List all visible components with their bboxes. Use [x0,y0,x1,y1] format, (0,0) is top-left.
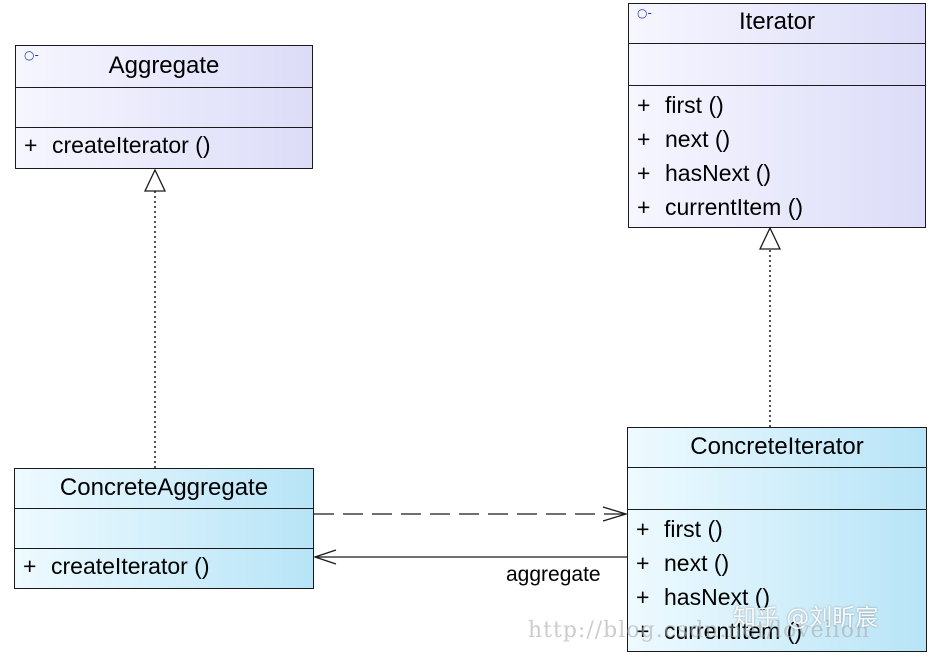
operation: +first () [637,92,724,118]
realization-arrowhead [758,226,782,250]
class-name-section: ○- Aggregate [16,46,312,88]
operation: +createIterator () [23,553,210,579]
dependency-arrowhead [602,506,629,522]
operation: +hasNext () [637,160,772,186]
attributes-section [629,44,925,86]
class-name-section: ConcreteAggregate [15,469,313,509]
operation: +next () [637,126,731,152]
operations-section: +first () +next () +hasNext () +currentI… [628,510,926,648]
operation: +first () [636,516,723,542]
class-name: ConcreteAggregate [59,474,269,501]
watermark-zhihu: 知乎 @刘昕宸 [733,605,879,631]
concrete-iterator-class-box: ConcreteIterator +first () +next () +has… [627,427,927,652]
watermark-url: http://blog.csdn.net/lovelion [528,618,871,643]
operation: +hasNext () [636,584,771,610]
operations-section: +createIterator () [15,549,313,583]
interface-icon: ○- [637,6,652,20]
operations-section: +createIterator () [16,128,312,162]
iterator-class-box: ○- Iterator +first () +next () +hasNext … [628,3,926,228]
class-name-section: ○- Iterator [629,4,925,44]
association-role-label: aggregate [506,563,601,586]
association-arrowhead [312,549,337,565]
class-name-section: ConcreteIterator [628,428,926,468]
attributes-section [628,468,926,510]
attributes-section [16,88,312,128]
concrete-aggregate-class-box: ConcreteAggregate +createIterator () [14,468,314,589]
class-name: Iterator [738,8,816,35]
aggregate-class-box: ○- Aggregate +createIterator () [15,45,313,169]
operations-section: +first () +next () +hasNext () +currentI… [629,86,925,224]
operation: +currentItem () [637,194,804,220]
operation: +currentItem () [636,618,803,644]
interface-icon: ○- [24,48,39,62]
class-name: ConcreteIterator [690,433,864,460]
operation: +next () [636,550,730,576]
realization-arrowhead [143,168,167,192]
class-name: Aggregate [108,52,220,79]
operation: +createIterator () [24,132,211,158]
attributes-section [15,509,313,549]
